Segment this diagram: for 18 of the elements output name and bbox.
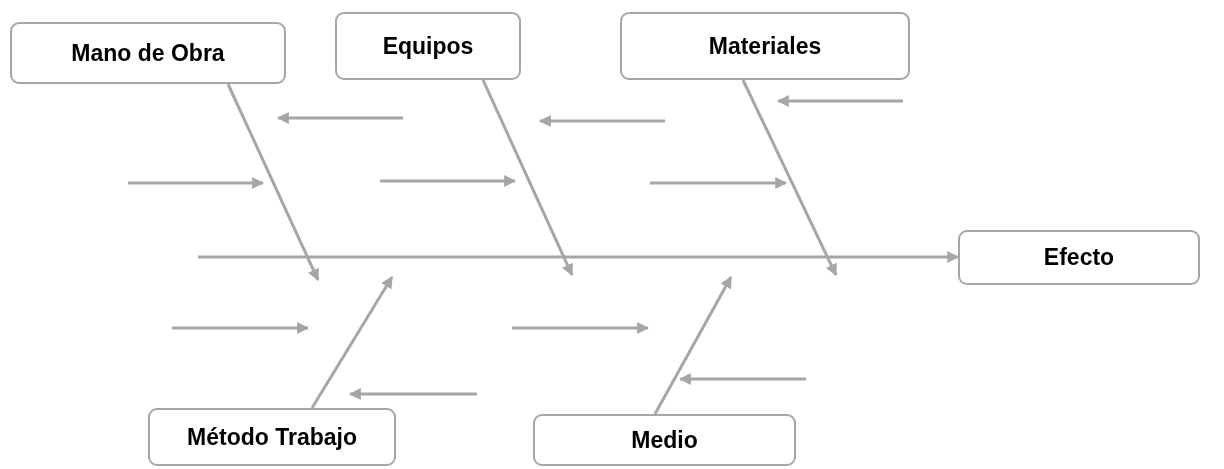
category-label: Equipos — [382, 32, 474, 60]
bone-arrow — [653, 275, 733, 415]
category-box — [533, 414, 796, 466]
category-box — [620, 12, 910, 80]
bone-arrow — [741, 79, 838, 277]
category-box — [10, 22, 286, 84]
category-label: Medio — [631, 426, 698, 454]
bone-arrow — [481, 79, 574, 277]
category-box — [148, 408, 396, 466]
bone-arrow — [310, 276, 394, 409]
category-box — [335, 12, 521, 80]
category-box — [958, 230, 1200, 285]
category-label: Mano de Obra — [71, 39, 225, 67]
category-label: Método Trabajo — [187, 423, 357, 451]
bone-arrow — [226, 83, 320, 282]
spine-arrow — [198, 251, 960, 263]
category-label: Efecto — [1043, 244, 1115, 271]
category-label: Materiales — [708, 32, 822, 60]
